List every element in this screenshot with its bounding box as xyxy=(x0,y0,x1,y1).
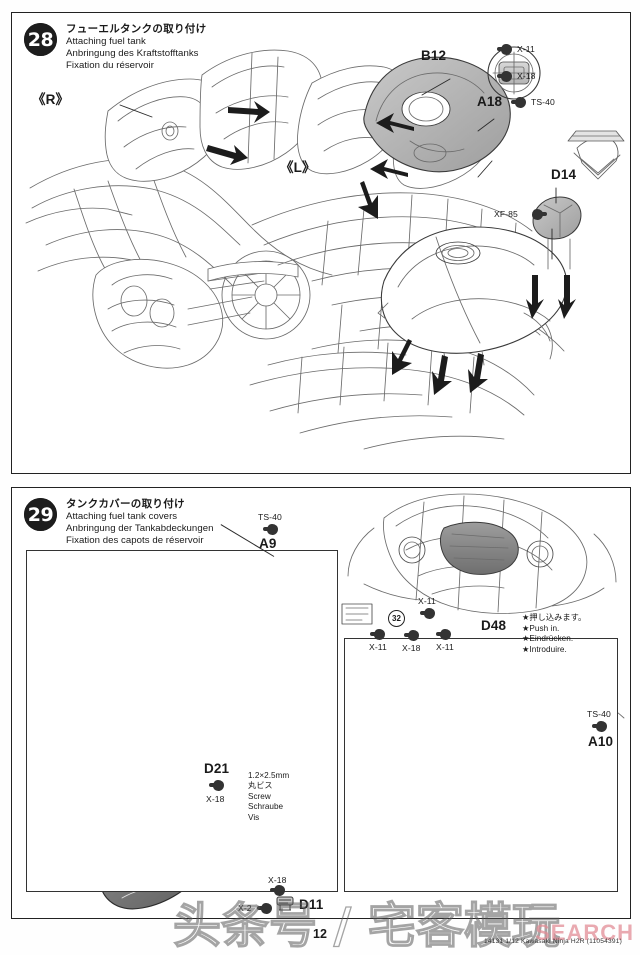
label-paint-x18-d21: X-18 xyxy=(206,794,225,804)
screw-fr: Vis xyxy=(248,812,260,822)
step-28-title-en: Attaching fuel tank xyxy=(66,36,146,47)
paint-marker-x11-c xyxy=(420,608,435,619)
footer-code: 14131 1/12 Kawasaki Ninja H2R (11054391) xyxy=(483,938,622,945)
step-28-title-jp: フューエルタンクの取り付け xyxy=(66,23,207,35)
label-paint-x11-c: X-11 xyxy=(418,596,436,606)
label-paint-x11: X-11 xyxy=(517,44,535,54)
paint-marker-x11-b xyxy=(370,629,385,640)
label-paint-ts40-a9: TS-40 xyxy=(258,512,282,522)
push-in-notes: ★押し込みます。 ★Push in. ★Eindrücken. ★Introdu… xyxy=(522,613,586,655)
label-paint-x18-d11: X-18 xyxy=(268,875,287,885)
step-28-panel: 28 フューエルタンクの取り付け Attaching fuel tank Anb… xyxy=(11,12,631,474)
label-paint-ts40: TS-40 xyxy=(531,97,555,107)
paint-marker-x18-d11 xyxy=(270,885,285,896)
step-28-title-fr: Fixation du réservoir xyxy=(66,60,154,71)
step-29-header: 29 タンクカバーの取り付け Attaching fuel tank cover… xyxy=(24,498,213,547)
label-paint-x11-a: X-11 xyxy=(436,642,454,652)
paint-marker-x2 xyxy=(257,903,272,914)
label-part-d21: D21 xyxy=(204,761,230,776)
step-28-title-de: Anbringung des Kraftstofftanks xyxy=(66,48,199,59)
label-paint-x2: X-2 xyxy=(238,903,252,913)
label-part-d11: D11 xyxy=(299,897,324,912)
step-reference-32[interactable]: 32 xyxy=(388,610,405,627)
label-part-a9: A9 xyxy=(259,536,277,551)
page-number: 12 xyxy=(313,927,327,941)
step-28-header: 28 フューエルタンクの取り付け Attaching fuel tank Anb… xyxy=(24,23,206,72)
label-paint-x18: X-18 xyxy=(517,71,536,81)
step-29-title-en: Attaching fuel tank covers xyxy=(66,511,178,522)
label-part-a10: A10 xyxy=(588,734,614,749)
screw-en: Screw xyxy=(248,791,271,801)
label-paint-x11-b: X-11 xyxy=(369,642,387,652)
paint-marker-x18-d21 xyxy=(209,780,224,791)
label-right-side: 《R》 xyxy=(32,92,70,107)
step-29-left-subpanel xyxy=(26,550,338,892)
label-paint-xf85: XF-85 xyxy=(494,209,518,219)
label-paint-ts40-a10: TS-40 xyxy=(587,709,611,719)
step-28-artwork xyxy=(12,13,630,473)
screw-jp: 丸ビス xyxy=(248,781,273,791)
step-29-panel: 29 タンクカバーの取り付け Attaching fuel tank cover… xyxy=(11,487,631,919)
label-left-side: 《L》 xyxy=(280,160,316,175)
label-part-a18: A18 xyxy=(477,94,503,109)
paint-marker-ts40 xyxy=(511,97,526,108)
label-part-d48: D48 xyxy=(481,618,507,633)
label-paint-x18-b: X-18 xyxy=(402,643,421,653)
paint-marker-x18 xyxy=(497,71,512,82)
step-29-title-fr: Fixation des capots de réservoir xyxy=(66,535,204,546)
paint-marker-xf85 xyxy=(532,209,547,220)
label-part-b12: B12 xyxy=(421,48,447,63)
note-de: ★Eindrücken. xyxy=(522,634,574,644)
screw-spec-block: 1.2×2.5mm 丸ビス Screw Schraube Vis xyxy=(248,771,289,823)
screw-size: 1.2×2.5mm xyxy=(248,771,290,780)
screw-de: Schraube xyxy=(248,802,284,812)
paint-marker-x11-a xyxy=(436,629,451,640)
paint-marker-x11 xyxy=(497,44,512,55)
paint-marker-x18-b xyxy=(404,630,419,641)
paint-marker-ts40-a10 xyxy=(592,721,607,732)
label-part-d14: D14 xyxy=(551,167,577,182)
step-29-title-de: Anbringung der Tankabdeckungen xyxy=(66,523,214,534)
note-jp: ★押し込みます。 xyxy=(522,613,587,622)
step-28-number: 28 xyxy=(24,23,57,56)
step-29-title-jp: タンクカバーの取り付け xyxy=(66,498,185,510)
paint-marker-ts40-a9 xyxy=(263,524,278,535)
part-d11-icon xyxy=(274,894,298,912)
step-29-right-subpanel xyxy=(344,638,618,892)
note-en: ★Push in. xyxy=(522,623,560,633)
step-29-number: 29 xyxy=(24,498,57,531)
note-fr: ★Introduire. xyxy=(522,644,567,654)
